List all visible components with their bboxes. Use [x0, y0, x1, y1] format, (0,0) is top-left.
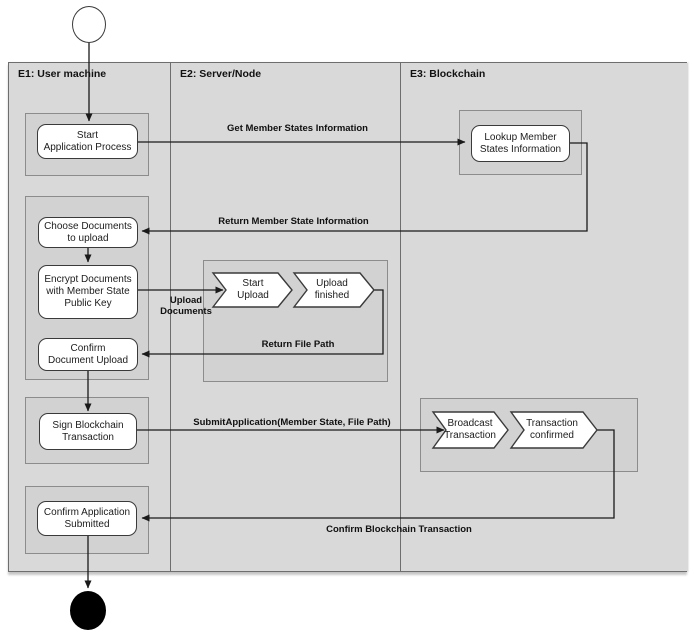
label-confirm-blockchain-transaction: Confirm Blockchain Transaction	[326, 524, 472, 535]
label-get-member-states: Get Member States Information	[227, 123, 368, 134]
lane-title-e2: E2: Server/Node	[180, 68, 262, 80]
node-choose-documents: Choose Documents to upload	[38, 217, 138, 248]
node-encrypt-documents: Encrypt Documents with Member State Publ…	[38, 265, 138, 319]
label-return-member-state: Return Member State Information	[218, 216, 369, 227]
final-node	[70, 591, 106, 630]
label-upload-documents: Upload Documents	[160, 295, 212, 318]
label-submit-application: SubmitApplication(Member State, File Pat…	[193, 417, 391, 428]
lane-title-e3: E3: Blockchain	[410, 68, 486, 80]
lane-title-e1: E1: User machine	[18, 68, 107, 80]
label-return-file-path: Return File Path	[261, 339, 335, 350]
node-sign-blockchain-transaction: Sign Blockchain Transaction	[39, 413, 137, 450]
node-start-application-process: Start Application Process	[37, 124, 138, 159]
transaction-confirmed-label: Transaction confirmed	[526, 418, 578, 441]
broadcast-transaction-label: Broadcast Transaction	[444, 418, 496, 441]
start-upload-label: Start Upload	[237, 278, 269, 301]
upload-finished-label: Upload finished	[314, 278, 350, 301]
start-node	[72, 6, 106, 43]
node-confirm-application-submitted: Confirm Application Submitted	[37, 501, 137, 536]
node-confirm-document-upload: Confirm Document Upload	[38, 338, 138, 371]
node-lookup-member-states: Lookup Member States Information	[471, 125, 570, 162]
